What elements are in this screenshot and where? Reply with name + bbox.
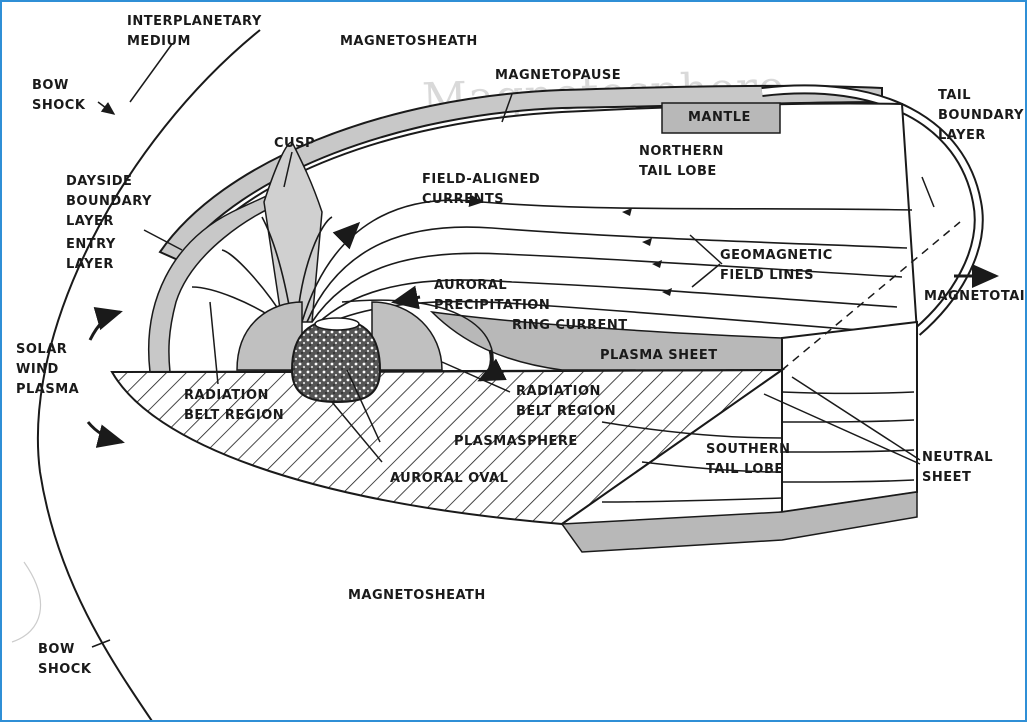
label-magnetopause: MAGNETOPAUSE [495,66,621,86]
interplanetary-pointer [130,44,172,102]
label-cusp: CUSP [274,134,315,154]
bow-shock-top-pointer [98,102,114,114]
label-mantle: MANTLE [688,108,751,128]
label-plasma-sheet: PLASMA SHEET [600,346,718,366]
label-auroral-oval: AURORAL OVAL [390,469,508,489]
faint-arc [12,562,41,642]
earth-icon [292,320,380,402]
label-magnetosheath-top: MAGNETOSHEATH [340,32,478,52]
label-plasmasphere: PLASMASPHERE [454,432,578,452]
label-ring-current: RING CURRENT [512,316,628,336]
tail-box [782,322,917,512]
label-magnetotail: MAGNETOTAIL [924,287,1027,307]
auroral-ring [315,318,359,330]
label-magnetosheath-bottom: MAGNETOSHEATH [348,586,486,606]
